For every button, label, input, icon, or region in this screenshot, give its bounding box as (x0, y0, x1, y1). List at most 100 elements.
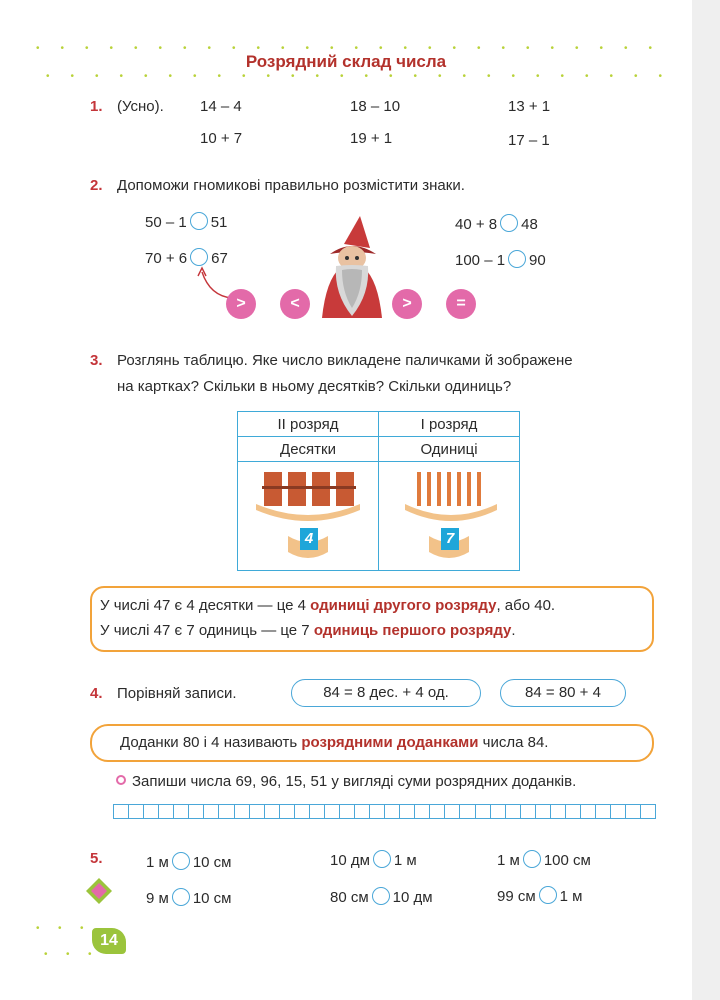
comparison-circle[interactable] (371, 887, 390, 905)
grid-cell[interactable] (595, 804, 611, 819)
grid-cell[interactable] (218, 804, 234, 819)
comparison-circle[interactable] (190, 248, 209, 266)
answer-grid[interactable] (113, 804, 657, 819)
decorative-dots-top-2: •••••••••••••••••••••••••• (36, 72, 666, 82)
decorative-dot: • (315, 71, 320, 82)
grid-cell[interactable] (459, 804, 475, 819)
grid-cell[interactable] (444, 804, 460, 819)
decorative-dot: • (291, 71, 295, 82)
comparison-circle[interactable] (171, 888, 190, 906)
decorative-dot: • (266, 71, 271, 82)
decorative-dot: • (364, 71, 369, 82)
decorative-dot: • (58, 923, 62, 934)
exercise-2-number: 2. (90, 177, 103, 194)
rule-line: Доданки 80 і 4 називають розрядними дода… (120, 734, 548, 751)
task-line: Запиши числа 69, 96, 15, 51 у вигляді су… (116, 773, 576, 790)
grid-cell[interactable] (113, 804, 129, 819)
decorative-dot: • (305, 43, 310, 54)
grid-cell[interactable] (263, 804, 279, 819)
decorative-dot: • (599, 43, 604, 54)
grid-cell[interactable] (308, 804, 324, 819)
decorative-dot: • (634, 71, 638, 82)
ex1-item: 13 + 1 (508, 98, 551, 115)
grid-cell[interactable] (474, 804, 490, 819)
grid-cell[interactable] (293, 804, 309, 819)
comparison-circle[interactable] (500, 214, 519, 232)
rule-text: , або 40. (496, 597, 556, 614)
comparison-circle[interactable] (538, 886, 557, 904)
comparison-circle[interactable] (372, 850, 391, 868)
decorative-dot: • (70, 71, 75, 82)
grid-cell[interactable] (489, 804, 505, 819)
decorative-dot: • (389, 71, 393, 82)
grid-cell[interactable] (414, 804, 430, 819)
grid-cell[interactable] (369, 804, 385, 819)
sign-button-greater[interactable]: > (392, 289, 422, 319)
grid-cell[interactable] (233, 804, 249, 819)
rule-highlight: одиниць першого розряду (313, 622, 512, 639)
comparison-left: 9 м (146, 890, 169, 907)
comparison-left: 40 + 8 (455, 216, 498, 233)
decorative-dot: • (144, 71, 148, 82)
ex1-item: 19 + 1 (350, 130, 393, 147)
grid-cell[interactable] (128, 804, 144, 819)
comparison-left: 1 м (146, 854, 169, 871)
decorative-dot: • (501, 43, 506, 54)
grid-cell[interactable] (354, 804, 370, 819)
exercise-3-number: 3. (90, 352, 103, 369)
comparison-circle[interactable] (171, 852, 190, 870)
grid-cell[interactable] (610, 804, 626, 819)
sign-button-equal[interactable]: = (446, 289, 476, 319)
rule-highlight: розрядними доданками (301, 734, 479, 751)
tens-bundles-cell: 4 (237, 461, 379, 571)
rule-text: . (511, 622, 516, 639)
grid-cell[interactable] (564, 804, 580, 819)
exercise-1-label: (Усно). (117, 98, 164, 115)
grid-cell[interactable] (504, 804, 520, 819)
grid-cell[interactable] (384, 804, 400, 819)
rule-box (90, 724, 654, 762)
decorative-dot: • (158, 43, 163, 54)
decorative-dot: • (183, 43, 187, 54)
grid-cell[interactable] (188, 804, 204, 819)
decorative-dot: • (477, 43, 481, 54)
grid-cell[interactable] (625, 804, 641, 819)
grid-cell[interactable] (519, 804, 535, 819)
sign-button-less[interactable]: < (280, 289, 310, 319)
grid-cell[interactable] (323, 804, 339, 819)
grid-cell[interactable] (338, 804, 354, 819)
grid-cell[interactable] (278, 804, 294, 819)
grid-cell[interactable] (640, 804, 657, 819)
grid-cell[interactable] (549, 804, 565, 819)
comparison-left: 80 см (330, 889, 369, 906)
comparison-circle[interactable] (522, 850, 541, 868)
grid-cell[interactable] (399, 804, 415, 819)
grid-cell[interactable] (203, 804, 219, 819)
decorative-dot: • (85, 43, 89, 54)
decorative-dot: • (452, 43, 457, 54)
grid-cell[interactable] (158, 804, 174, 819)
grid-cell[interactable] (429, 804, 445, 819)
comparison-circle[interactable] (508, 250, 527, 268)
ex1-item: 10 + 7 (200, 130, 243, 147)
comparison-left: 1 м (497, 852, 520, 869)
grid-cell[interactable] (579, 804, 595, 819)
grid-cell[interactable] (143, 804, 159, 819)
decorative-dot: • (340, 71, 344, 82)
sign-button-greater[interactable]: > (226, 289, 256, 319)
grid-cell[interactable] (534, 804, 550, 819)
comparison-circle[interactable] (189, 212, 208, 230)
stick-bundles-illustration (256, 472, 360, 521)
decorative-dot: • (119, 71, 124, 82)
grid-cell[interactable] (173, 804, 189, 819)
decorative-dot: • (66, 949, 70, 960)
page-title: Розрядний склад числа (245, 52, 447, 71)
bullet-icon (116, 775, 126, 785)
decorative-dot: • (80, 923, 84, 934)
grid-cell[interactable] (248, 804, 264, 819)
comparison-right: 10 дм (392, 889, 433, 906)
